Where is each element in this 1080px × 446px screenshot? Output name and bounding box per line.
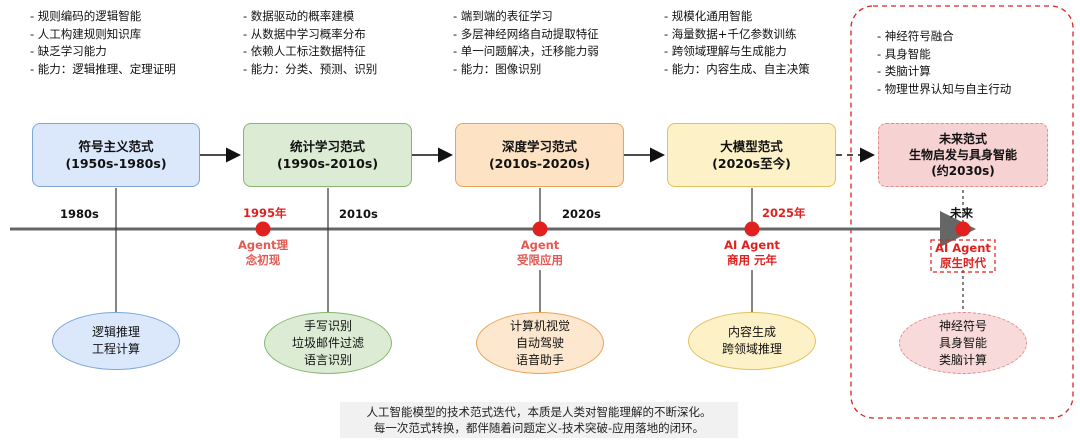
bullet: - 神经符号融合 [877,29,954,43]
milestone-line: 原生时代 [940,256,986,270]
caption-line: 人工智能模型的技术范式迭代，本质是人类对智能理解的不断深化。 [366,405,712,419]
milestone-label-agent-native: AI Agent 原生时代 [931,241,995,271]
bullet: - 能力：图像识别 [453,61,542,76]
caption-note: 人工智能模型的技术范式迭代，本质是人类对智能理解的不断深化。 每一次范式转换，都… [340,402,738,438]
box-title: 未来范式 [938,132,987,146]
bullet: - 规则编码的逻辑智能 [30,9,142,23]
ellipse-line: 语言识别 [303,352,352,367]
box-period: (1990s-2010s) [276,156,379,171]
bullet: - 能力：分类、预测、识别 [243,61,378,76]
future-agent-frame [930,239,996,273]
year-label-1980s: 1980s [60,207,99,221]
ellipse-line: 跨领域推理 [721,342,782,356]
ellipse-line: 计算机视觉 [509,318,570,333]
milestone-year-1995: 1995年 [243,206,287,220]
milestone-line: AI Agent [935,241,991,255]
bullet: - 单一问题解决，迁移能力弱 [453,44,599,58]
milestone-year-2025: 2025年 [762,206,806,220]
future-frame [850,5,1074,419]
milestone-line: 受限应用 [517,253,563,267]
box-period: (2010s-2020s) [488,156,591,171]
box-title: 统计学习范式 [289,139,365,154]
bullet: - 人工构建规则知识库 [30,26,142,41]
box-title: 深度学习范式 [501,139,577,154]
milestone-dot-1995 [255,221,271,237]
box-subtitle: 生物启发与具身智能 [908,148,1017,162]
col5-bullets: - 神经符号融合 - 具身智能 - 类脑计算 - 物理世界认知与自主行动 [877,28,1011,98]
milestone-dot-future [955,221,971,237]
bullet: - 端到端的表征学习 [453,9,553,23]
ellipse-line: 神经符号 [938,318,987,333]
box-title: 大模型范式 [720,139,783,154]
application-ellipse-large-model: 内容生成 跨领域推理 [688,312,816,370]
col3-bullets: - 端到端的表征学习 - 多层神经网络自动提取特征 - 单一问题解决，迁移能力弱… [453,8,599,78]
bullet: - 具身智能 [877,46,931,61]
bullet: - 数据驱动的概率建模 [243,9,355,23]
year-label-2020s: 2020s [562,207,601,221]
box-period: (约2030s) [931,164,995,178]
bullet: - 类脑计算 [877,64,931,78]
box-period: (2020s至今) [712,156,791,171]
bullet: - 规模化通用智能 [664,9,753,23]
ellipse-line: 逻辑推理 [91,325,140,339]
application-ellipse-symbolic: 逻辑推理 工程计算 [52,312,180,370]
col2-bullets: - 数据驱动的概率建模 - 从数据中学习概率分布 - 依赖人工标注数据特征 - … [243,8,377,78]
milestone-label-agent-limited: Agent 受限应用 [500,238,580,268]
paradigm-box-large-model: 大模型范式 (2020s至今) [667,123,836,187]
milestone-line: Agent [520,238,560,252]
milestone-line: AI Agent [724,238,780,252]
bullet: - 跨领域理解与生成能力 [664,44,787,58]
ellipse-line: 自动驾驶 [515,335,564,350]
paradigm-box-future: 未来范式 生物启发与具身智能 (约2030s) [878,123,1048,187]
application-ellipse-statistical: 手写识别 垃圾邮件过滤 语言识别 [264,312,392,374]
ellipse-line: 工程计算 [91,342,140,356]
bullet: - 物理世界认知与自主行动 [877,81,1012,96]
col4-bullets: - 规模化通用智能 - 海量数据+千亿参数训练 - 跨领域理解与生成能力 - 能… [664,8,810,78]
paradigm-box-symbolic: 符号主义范式 (1950s-1980s) [32,123,200,187]
milestone-label-agent-concept: Agent理 念初现 [231,238,295,268]
ellipse-line: 手写识别 [303,318,352,333]
bullet: - 依赖人工标注数据特征 [243,44,366,58]
year-label-future: 未来 [950,206,973,220]
paradigm-box-statistical: 统计学习范式 (1990s-2010s) [243,123,412,187]
bullet: - 能力：内容生成、自主决策 [664,61,810,76]
application-ellipse-deep-learning: 计算机视觉 自动驾驶 语音助手 [476,312,604,374]
box-period: (1950s-1980s) [65,156,167,171]
ellipse-line: 垃圾邮件过滤 [291,335,364,350]
bullet: - 多层神经网络自动提取特征 [453,26,599,41]
ellipse-line: 具身智能 [938,335,987,350]
col1-bullets: - 规则编码的逻辑智能 - 人工构建规则知识库 - 缺乏学习能力 - 能力：逻辑… [30,8,176,78]
ellipse-line: 内容生成 [727,325,776,339]
milestone-dot-agent [532,221,548,237]
bullet: - 从数据中学习概率分布 [243,26,366,41]
ellipse-line: 语音助手 [515,352,564,367]
application-ellipse-future: 神经符号 具身智能 类脑计算 [899,312,1027,374]
paradigm-box-deep-learning: 深度学习范式 (2010s-2020s) [455,123,624,187]
box-title: 符号主义范式 [78,139,154,154]
milestone-line: Agent理 [237,238,289,252]
milestone-line: 商用 元年 [726,253,777,267]
caption-line: 每一次范式转换，都伴随着问题定义-技术突破-应用落地的闭环。 [373,421,705,435]
bullet: - 能力：逻辑推理、定理证明 [30,61,176,76]
bullet: - 缺乏学习能力 [30,44,107,58]
milestone-dot-2025 [744,221,760,237]
bullet: - 海量数据+千亿参数训练 [664,26,797,41]
milestone-line: 念初现 [245,253,281,267]
ellipse-line: 类脑计算 [938,352,987,367]
milestone-label-agent-commercial: AI Agent 商用 元年 [712,238,792,268]
year-label-2010s: 2010s [339,207,378,221]
